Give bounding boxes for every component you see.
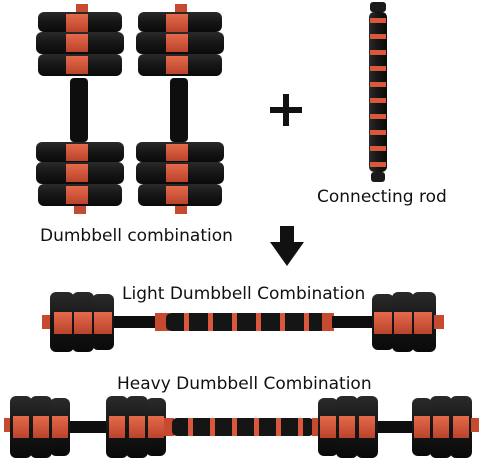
connecting-rod-image (369, 2, 387, 182)
light-combination-image (42, 292, 444, 352)
caption-connecting-rod: Connecting rod (317, 187, 447, 207)
heavy-combination-image (4, 396, 479, 458)
caption-light-combination: Light Dumbbell Combination (122, 284, 366, 304)
plus-icon (270, 94, 302, 126)
down-arrow-icon (270, 226, 304, 266)
caption-heavy-combination: Heavy Dumbbell Combination (117, 374, 372, 394)
dumbbell-left (36, 4, 124, 214)
caption-dumbbell-combination: Dumbbell combination (40, 226, 233, 246)
dumbbell-right (136, 4, 224, 214)
